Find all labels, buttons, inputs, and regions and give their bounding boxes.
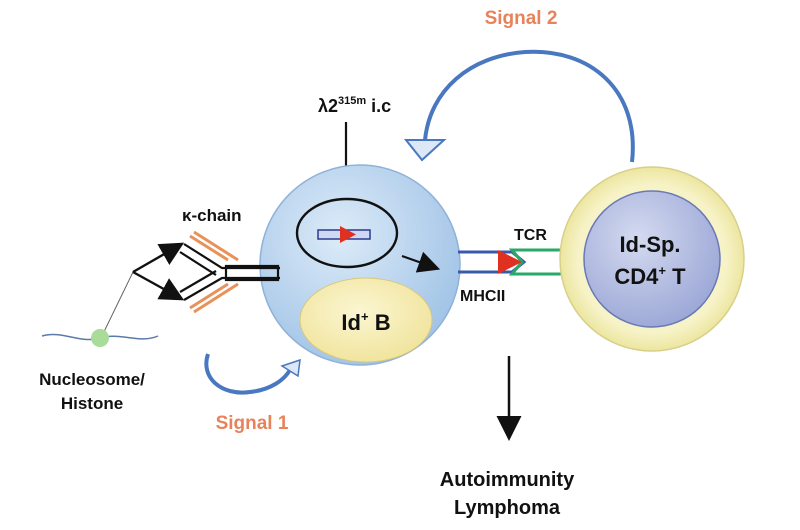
binding-arrow-lower (132, 270, 185, 301)
outcome-label-line2: Lymphoma (454, 497, 561, 519)
lambda-peptide-icon (340, 226, 356, 243)
presentation-arrow (401, 251, 441, 273)
binding-arrow-upper (132, 242, 185, 274)
outcome-label-line1: Autoimmunity (440, 469, 575, 491)
signal-1-arrowhead (280, 358, 301, 378)
t-cell-label-line2: CD4+ T (614, 263, 686, 289)
mhc-label: MHCII (460, 288, 505, 305)
signal-2-label: Signal 2 (485, 8, 558, 29)
b-cell-er-compartment (295, 197, 399, 269)
lambda-label: λ2315m i.c (318, 95, 391, 116)
signal-1-label: Signal 1 (216, 413, 289, 434)
b-cell-nucleus (299, 277, 433, 363)
signal-2-arrow (423, 49, 635, 163)
mhc-peptide-icon (498, 250, 522, 274)
signal-2-arrowhead (403, 139, 447, 162)
t-cell-core (583, 190, 721, 328)
mhc-ii-molecule (458, 250, 527, 274)
t-cell-label-line1: Id-Sp. (619, 232, 680, 257)
nucleosome-label-line1: Nucleosome/ (39, 370, 145, 389)
nucleosome-label-line2: Histone (61, 394, 123, 413)
signal-1-arrow (204, 353, 294, 395)
nucleosome-icon (91, 329, 109, 347)
kappa-chain-label: κ-chain (182, 206, 242, 225)
tcr-label: TCR (514, 227, 547, 244)
antibody (179, 230, 280, 314)
b-cell-label: Id+ B (341, 309, 390, 335)
